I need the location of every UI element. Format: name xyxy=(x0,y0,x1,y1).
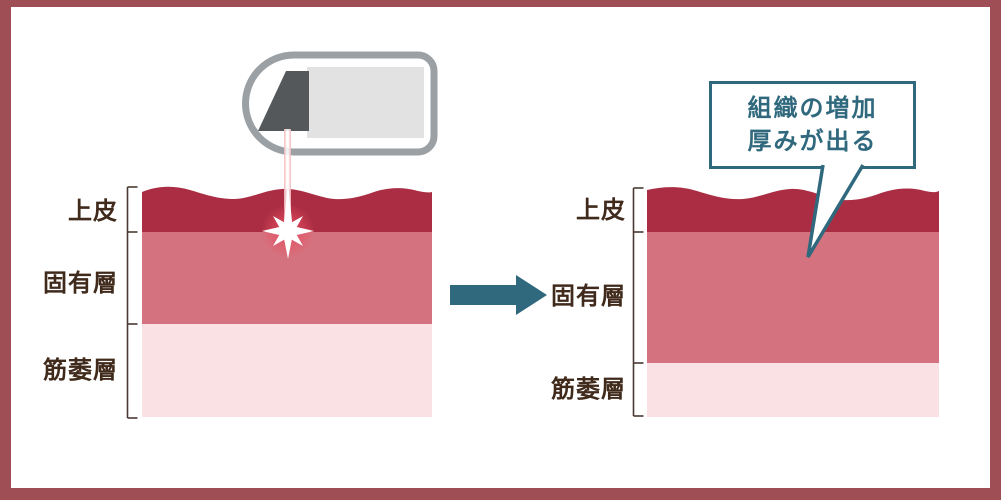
left-label-lamina-propria: 固有層 xyxy=(43,270,118,297)
laser-beam xyxy=(284,129,291,241)
right-label-epithelium: 上皮 xyxy=(576,197,626,224)
starburst-cross-rays xyxy=(262,183,314,259)
right-arrow-icon xyxy=(450,275,547,315)
left-label-muscle: 筋萎層 xyxy=(43,357,118,384)
laser-device-prism xyxy=(258,71,309,131)
laser-impact-starburst xyxy=(261,183,315,259)
callout-tail xyxy=(806,164,865,258)
right-label-lamina-propria: 固有層 xyxy=(551,283,626,310)
right-layer-bracket xyxy=(632,187,644,417)
epithelium-layer xyxy=(647,187,939,232)
callout-bubble: 組織の増加 厚みが出る xyxy=(709,81,916,169)
lamina-propria-layer xyxy=(647,232,939,363)
left-tissue-layers xyxy=(142,186,432,417)
laser-device-body xyxy=(307,67,424,138)
left-layer-bracket xyxy=(126,186,138,419)
starburst-core xyxy=(281,224,295,238)
muscle-layer xyxy=(647,363,939,417)
left-label-epithelium: 上皮 xyxy=(68,198,118,225)
right-tissue-layers xyxy=(647,187,939,417)
muscle-layer xyxy=(142,324,432,417)
right-label-muscle: 筋萎層 xyxy=(551,376,626,403)
callout-line1: 組織の増加 xyxy=(747,95,878,122)
laser-device xyxy=(242,51,438,156)
callout-line2: 厚みが出る xyxy=(747,128,878,155)
